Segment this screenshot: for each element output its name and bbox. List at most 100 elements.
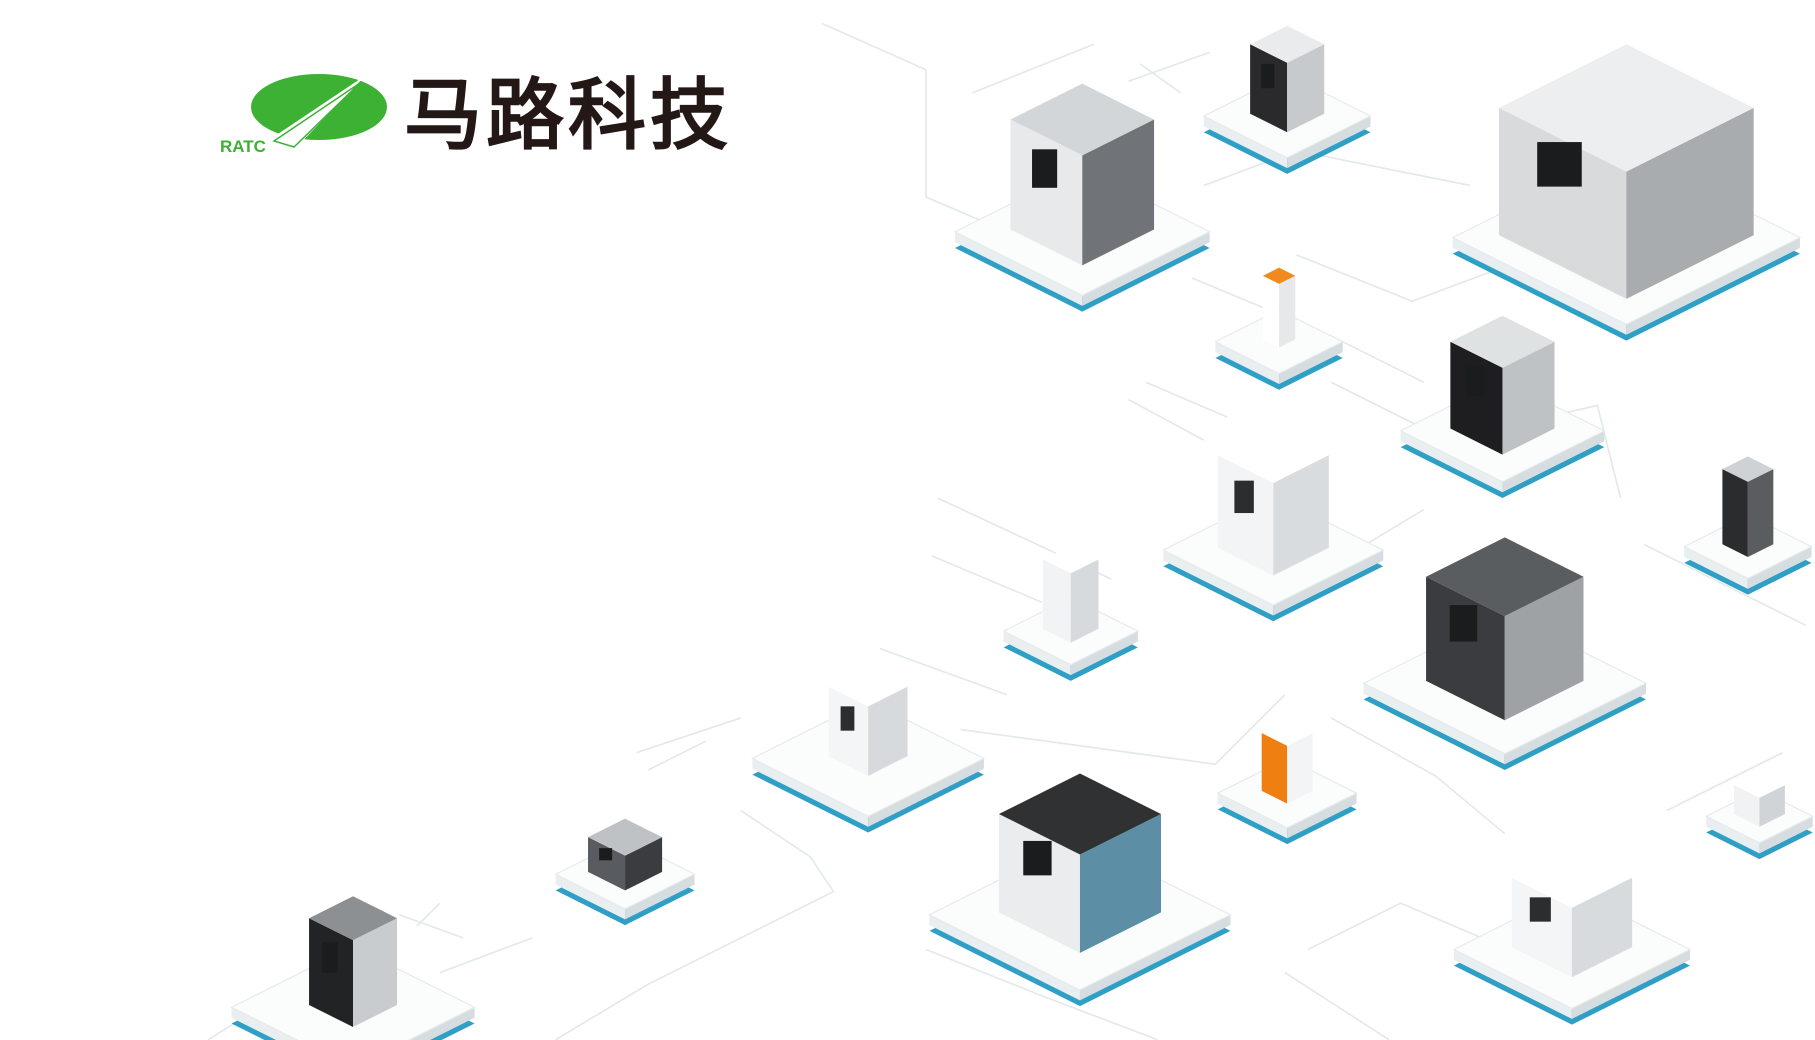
network-line	[1666, 751, 1783, 812]
platform-side	[752, 758, 869, 827]
machine-body	[998, 773, 1161, 953]
network-line	[647, 740, 707, 771]
machine-window	[1261, 63, 1275, 89]
machine-window	[1023, 840, 1052, 876]
equipment-station	[1399, 315, 1606, 499]
network-line	[1128, 51, 1210, 83]
machine-left-face	[588, 837, 626, 891]
equipment-station	[1451, 44, 1802, 341]
network-line	[1203, 149, 1471, 187]
machine-body	[1261, 720, 1313, 804]
equipment-station	[1704, 772, 1814, 860]
machine-right-face	[1287, 44, 1325, 133]
network-line	[972, 43, 1095, 94]
network-line	[879, 647, 1008, 696]
machine-body	[828, 667, 908, 776]
machine-top-face	[1217, 427, 1329, 483]
machine-right-face	[868, 686, 908, 776]
leaf-ellipse-icon	[251, 73, 387, 151]
machine-top-face	[1250, 25, 1325, 63]
platform-side	[1706, 816, 1760, 854]
machine-top-face	[828, 667, 908, 707]
platform-side	[1759, 816, 1813, 854]
equipment-station	[1002, 545, 1140, 681]
network-line	[636, 717, 742, 754]
machine-left-face	[998, 814, 1080, 953]
platform-side	[1504, 683, 1647, 765]
platform-side	[929, 914, 1080, 1001]
platform-side	[1163, 550, 1274, 616]
platform-side	[1215, 341, 1280, 384]
platform-side	[1363, 683, 1505, 765]
machine-body	[1511, 847, 1633, 978]
platform-side	[1287, 793, 1357, 839]
machine-left-face	[1722, 469, 1748, 558]
equipment-station	[1202, 25, 1372, 174]
machine-right-face	[1273, 455, 1329, 576]
machine-right-face	[353, 918, 398, 1027]
equipment-station	[230, 896, 476, 1040]
network-line	[1365, 508, 1425, 546]
network-line	[1307, 902, 1482, 951]
equipment-station	[928, 773, 1232, 1007]
machine-left-face	[1261, 732, 1288, 804]
machine-left-face	[1042, 559, 1071, 643]
network-line	[960, 694, 1286, 766]
platform-side	[1273, 550, 1384, 616]
platform-side	[1070, 631, 1138, 676]
network-line	[1330, 717, 1506, 835]
platform-side	[1203, 116, 1288, 169]
network-line	[416, 902, 441, 927]
machine-window	[1529, 897, 1551, 922]
equipment-station	[1362, 537, 1648, 771]
platform-side	[1217, 793, 1288, 839]
network-line	[1643, 543, 1807, 627]
machine-right-face	[1287, 732, 1313, 804]
machine-right-face	[1079, 814, 1161, 953]
machine-right-face	[625, 837, 663, 891]
machine-left-face	[1010, 119, 1083, 266]
equipment-station	[953, 83, 1211, 312]
machine-body	[588, 818, 663, 891]
platform-side	[1079, 914, 1231, 1001]
platform-side	[1502, 430, 1605, 493]
platform-side	[1684, 546, 1748, 589]
machine-window	[1466, 365, 1485, 397]
platform-side	[1400, 430, 1503, 493]
machine-left-face	[1262, 275, 1280, 348]
network-line	[925, 948, 1158, 1040]
machine-right-face	[1082, 119, 1155, 266]
platform-side	[555, 874, 626, 920]
platform-side	[868, 758, 984, 827]
machine-body	[1010, 83, 1155, 266]
machine-top-face	[1450, 315, 1555, 368]
equipment-station	[1452, 847, 1692, 1025]
machine-body	[1450, 315, 1555, 455]
machine-right-face	[1759, 785, 1785, 827]
network-line	[1128, 398, 1205, 441]
network-line	[399, 913, 464, 939]
machine-window	[840, 706, 855, 731]
machine-body	[1217, 427, 1329, 576]
equipment-station	[1216, 720, 1358, 845]
machine-top-face	[309, 896, 398, 941]
machine-body	[1262, 267, 1296, 348]
equipment-station	[1214, 267, 1345, 390]
machine-right-face	[1502, 341, 1555, 455]
machine-body	[1722, 456, 1774, 558]
machine-top-face	[1010, 83, 1155, 156]
machine-top-face	[1261, 720, 1313, 746]
platform-side	[1082, 231, 1210, 306]
machine-window	[599, 848, 613, 861]
machine-right-face	[1504, 576, 1584, 721]
machine-window	[322, 942, 338, 973]
equipment-station	[554, 818, 696, 926]
company-name: 马路科技	[404, 70, 733, 161]
machine-right-face	[1747, 469, 1774, 558]
machine-top-face	[1733, 772, 1785, 798]
machine-body	[1250, 25, 1325, 133]
network-line	[555, 809, 835, 1040]
network-line	[1296, 254, 1506, 303]
company-logo: RATC 马路科技	[218, 68, 732, 163]
